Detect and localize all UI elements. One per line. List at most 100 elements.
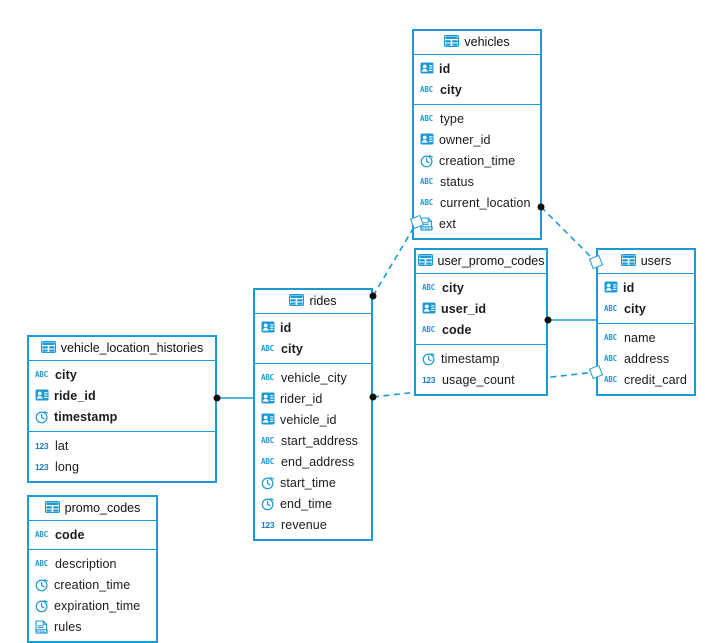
- entity-header-rides[interactable]: rides: [255, 290, 371, 314]
- field-row-ride_id[interactable]: ride_id: [29, 385, 215, 406]
- field-label: rider_id: [280, 391, 323, 406]
- abc-type-icon: ABC: [261, 343, 274, 353]
- number-type-icon: 123: [35, 440, 49, 451]
- field-label: code: [55, 527, 85, 542]
- field-row-id[interactable]: id: [598, 277, 694, 298]
- entity-header-users[interactable]: users: [598, 250, 694, 274]
- field-row-vehicle_id[interactable]: vehicle_id: [255, 409, 371, 430]
- field-label: user_id: [441, 301, 487, 316]
- svg-text:JSON: JSON: [36, 629, 47, 633]
- field-label: usage_count: [442, 372, 515, 387]
- number-type-icon: 123: [261, 519, 275, 530]
- key-id-icon: [261, 392, 275, 406]
- field-label: lat: [55, 438, 69, 453]
- number-type-icon: 123: [35, 461, 49, 472]
- field-label: address: [624, 351, 670, 366]
- entity-title: vehicles: [464, 35, 510, 49]
- table-icon: [289, 294, 305, 308]
- field-label: revenue: [281, 517, 327, 532]
- field-label: end_time: [280, 496, 333, 511]
- abc-type-icon: ABC: [420, 84, 433, 94]
- field-row-timestamp[interactable]: timestamp: [29, 406, 215, 427]
- relationship-edge-vehicles-to-users: [540, 206, 597, 263]
- abc-type-icon: ABC: [35, 369, 48, 379]
- abc-type-icon: ABC: [422, 282, 435, 292]
- field-label: owner_id: [439, 132, 491, 147]
- relationship-source-marker-rides-to-vehicles: [369, 292, 377, 300]
- key-id-icon: [261, 321, 275, 335]
- field-row-start_time[interactable]: start_time: [255, 472, 371, 493]
- field-row-rider_id[interactable]: rider_id: [255, 388, 371, 409]
- relationship-source-marker-rides-to-users: [369, 393, 377, 401]
- field-label: current_location: [440, 195, 531, 210]
- field-row-revenue[interactable]: 123 revenue: [255, 514, 371, 535]
- abc-type-icon: ABC: [604, 303, 617, 313]
- field-label: city: [624, 301, 646, 316]
- field-label: ride_id: [54, 388, 96, 403]
- entity-header-vehicle_location_histories[interactable]: vehicle_location_histories: [29, 337, 215, 361]
- abc-type-icon: ABC: [35, 558, 48, 568]
- clock-icon: [35, 599, 49, 613]
- svg-text:JSON: JSON: [421, 226, 432, 230]
- field-label: expiration_time: [54, 598, 141, 613]
- entity-header-vehicles[interactable]: vehicles: [414, 31, 540, 55]
- key-id-icon: [420, 133, 434, 147]
- field-row-expiration_time[interactable]: expiration_time: [29, 595, 156, 616]
- relationship-source-marker-vehicle-location-histories-to-rides: [213, 394, 221, 402]
- relationship-source-marker-user-promo-codes-to-users: [544, 316, 552, 324]
- clock-icon: [420, 154, 434, 168]
- field-row-timestamp[interactable]: timestamp: [416, 348, 546, 369]
- field-row-id[interactable]: id: [414, 58, 540, 79]
- field-row-city[interactable]: ABC city: [598, 298, 694, 319]
- clock-icon: [261, 476, 275, 490]
- abc-type-icon: ABC: [261, 435, 274, 445]
- relationship-source-marker-vehicles-to-users: [537, 203, 545, 211]
- field-label: vehicle_city: [281, 370, 347, 385]
- table-icon: [40, 341, 56, 355]
- clock-icon: [35, 410, 49, 424]
- key-id-icon: [420, 62, 434, 76]
- field-label: timestamp: [54, 409, 118, 424]
- entity-header-promo_codes[interactable]: promo_codes: [29, 497, 156, 521]
- field-row-user_id[interactable]: user_id: [416, 298, 546, 319]
- field-label: id: [439, 61, 451, 76]
- entity-header-user_promo_codes[interactable]: user_promo_codes: [416, 250, 546, 274]
- field-row-end_time[interactable]: end_time: [255, 493, 371, 514]
- field-row-id[interactable]: id: [255, 317, 371, 338]
- field-row-creation_time[interactable]: creation_time: [414, 150, 540, 171]
- field-row-lat[interactable]: 123 lat: [29, 435, 215, 456]
- field-row-owner_id[interactable]: owner_id: [414, 129, 540, 150]
- field-row-creation_time[interactable]: creation_time: [29, 574, 156, 595]
